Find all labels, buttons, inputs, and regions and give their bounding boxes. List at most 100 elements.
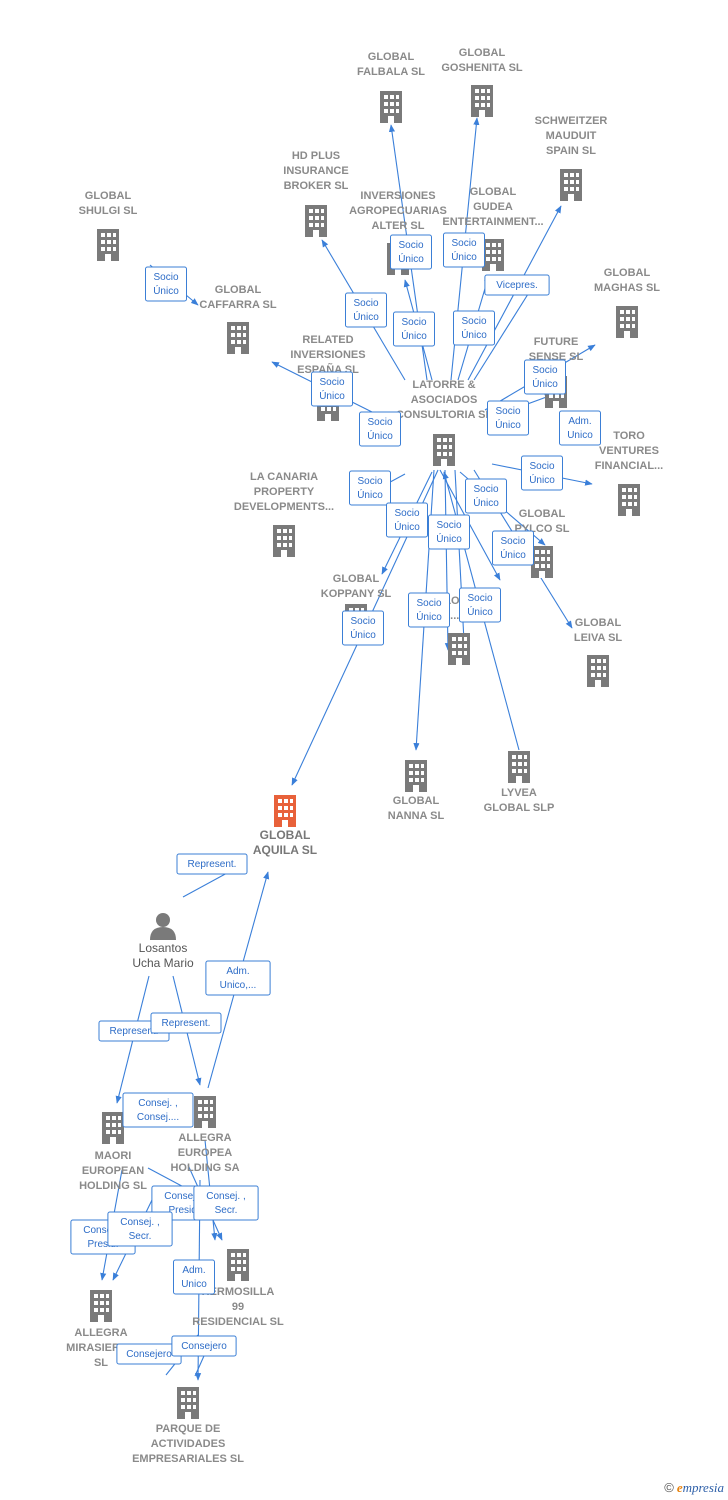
edge-label-box (428, 514, 470, 550)
edge-label-text: Consej.... (137, 1112, 179, 1123)
edge-label[interactable]: Consej. ,Secr. (107, 1211, 173, 1247)
edge-label-box (484, 274, 550, 296)
node-label-line: 99 (232, 1301, 244, 1313)
building-icon (227, 322, 249, 354)
edge-label[interactable]: Consej. ,Consej.... (122, 1092, 194, 1128)
building-icon (227, 1249, 249, 1281)
node-label-line: PROPERTY (254, 486, 315, 498)
building-icon (305, 205, 327, 237)
edge-label-text: Socio (436, 520, 461, 531)
edge-label-box (492, 530, 534, 566)
edge-label-text: Secr. (129, 1231, 152, 1242)
edge-label-text: Represent. (110, 1026, 159, 1037)
edge-label-text: Único (367, 429, 393, 442)
edge-label-text: Socio (495, 406, 520, 417)
edge-label-text: Socio (367, 417, 392, 428)
edge-label-text: Único (467, 605, 493, 618)
building-icon (560, 169, 582, 201)
edge-label[interactable]: Represent. (176, 853, 248, 875)
edge-label-text: Represent. (162, 1018, 211, 1029)
edge-label-text: Consejero (181, 1341, 227, 1352)
node-label-line: INSURANCE (283, 165, 348, 177)
node-label-line: CONSULTORIA SL (396, 409, 493, 421)
edge-label[interactable]: Consejero (171, 1335, 237, 1357)
edge-label-text: Presid. (168, 1205, 199, 1216)
empresia-logo[interactable]: ©empresia (664, 1480, 724, 1495)
edge-label-box (487, 400, 529, 436)
building-icon (433, 434, 455, 466)
node-label-line: FUTURE (534, 336, 579, 348)
building-icon (177, 1387, 199, 1419)
edge-label-box (453, 310, 495, 346)
edge-label-text: Socio (500, 536, 525, 547)
edge-label-text: Secr. (215, 1205, 238, 1216)
edge-label-text: Adm. (226, 966, 249, 977)
edge-label-text: Socio (357, 476, 382, 487)
node-label-line: PARQUE DE (156, 1423, 221, 1435)
edge-label-box (176, 853, 248, 875)
edge-label[interactable]: Adm.Unico (173, 1259, 215, 1295)
node-lacanaria[interactable]: LA CANARIAPROPERTYDEVELOPMENTS... (234, 471, 334, 557)
edge-label-text: Unico (567, 430, 593, 441)
edge-label-text: Consej. , (164, 1191, 203, 1202)
edge-label-text: Adm. (568, 416, 591, 427)
node-label-line: CAFFARRA SL (199, 299, 276, 311)
node-gudea[interactable]: GLOBALGUDEAENTERTAINMENT... (442, 186, 544, 271)
edge-label[interactable]: Represent. (150, 1012, 222, 1034)
edge-label-box (107, 1211, 173, 1247)
edge-label-text: Unico (181, 1279, 207, 1290)
node-label-line: HD PLUS (292, 150, 340, 162)
building-icon (380, 91, 402, 123)
edge-label[interactable]: Adm. Unico (559, 410, 601, 446)
edge-label-box (459, 587, 501, 623)
building-icon (97, 229, 119, 261)
building-icon (508, 751, 530, 783)
edge-label[interactable]: Adm.Unico,... (205, 960, 271, 996)
node-label-line: EUROPEAN (82, 1165, 144, 1177)
node-label-line: LYVEA (501, 787, 537, 799)
edge-label-box (173, 1259, 215, 1295)
edge-label[interactable]: Consej. ,Secr. (193, 1185, 259, 1221)
node-label-line: ENTERTAINMENT... (442, 216, 543, 228)
edge-label[interactable]: Vicepres. (484, 274, 550, 296)
node-toro[interactable]: TOROVENTURESFINANCIAL... (595, 430, 663, 516)
